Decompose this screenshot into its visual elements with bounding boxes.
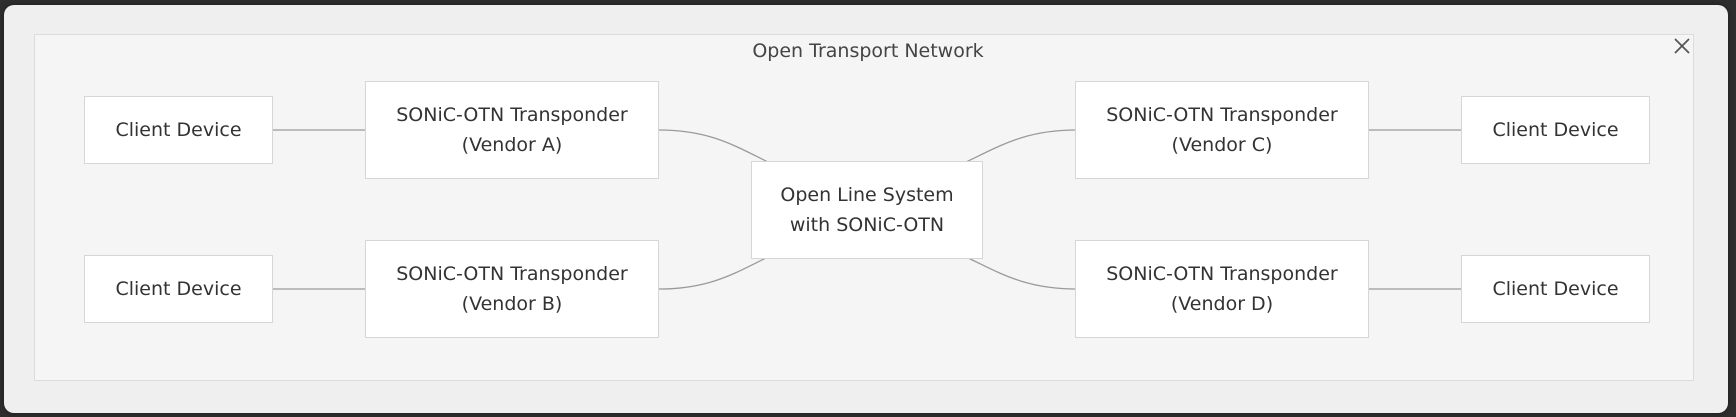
node-label: Client Device <box>1492 278 1619 300</box>
close-button[interactable] <box>1668 32 1696 60</box>
open-line-system-node[interactable]: Open Line System with SONiC-OTN <box>751 161 983 259</box>
node-label-line2: with SONiC-OTN <box>789 214 945 236</box>
node-label: Client Device <box>115 278 242 300</box>
transponder-vendor-c-node[interactable]: SONiC-OTN Transponder (Vendor C) <box>1075 81 1369 179</box>
diagram-title: Open Transport Network <box>752 40 984 62</box>
transponder-vendor-b-node[interactable]: SONiC-OTN Transponder (Vendor B) <box>365 240 659 338</box>
node-label-line1: SONiC-OTN Transponder <box>1106 263 1338 285</box>
client-device-node[interactable]: Client Device <box>1461 96 1650 164</box>
node-label-line1: Open Line System <box>780 184 954 206</box>
node-label-line1: SONiC-OTN Transponder <box>396 104 628 126</box>
node-label-line2: (Vendor D) <box>1170 293 1274 315</box>
node-label-line2: (Vendor A) <box>461 134 563 156</box>
node-label-line2: (Vendor C) <box>1171 134 1273 156</box>
transponder-vendor-a-node[interactable]: SONiC-OTN Transponder (Vendor A) <box>365 81 659 179</box>
transponder-vendor-d-node[interactable]: SONiC-OTN Transponder (Vendor D) <box>1075 240 1369 338</box>
client-device-node[interactable]: Client Device <box>84 96 273 164</box>
client-device-node[interactable]: Client Device <box>1461 255 1650 323</box>
node-label-line1: SONiC-OTN Transponder <box>396 263 628 285</box>
node-label-line2: (Vendor B) <box>461 293 563 315</box>
node-label: Client Device <box>115 119 242 141</box>
node-label-line1: SONiC-OTN Transponder <box>1106 104 1338 126</box>
client-device-node[interactable]: Client Device <box>84 255 273 323</box>
node-label: Client Device <box>1492 119 1619 141</box>
close-icon <box>1674 38 1690 54</box>
